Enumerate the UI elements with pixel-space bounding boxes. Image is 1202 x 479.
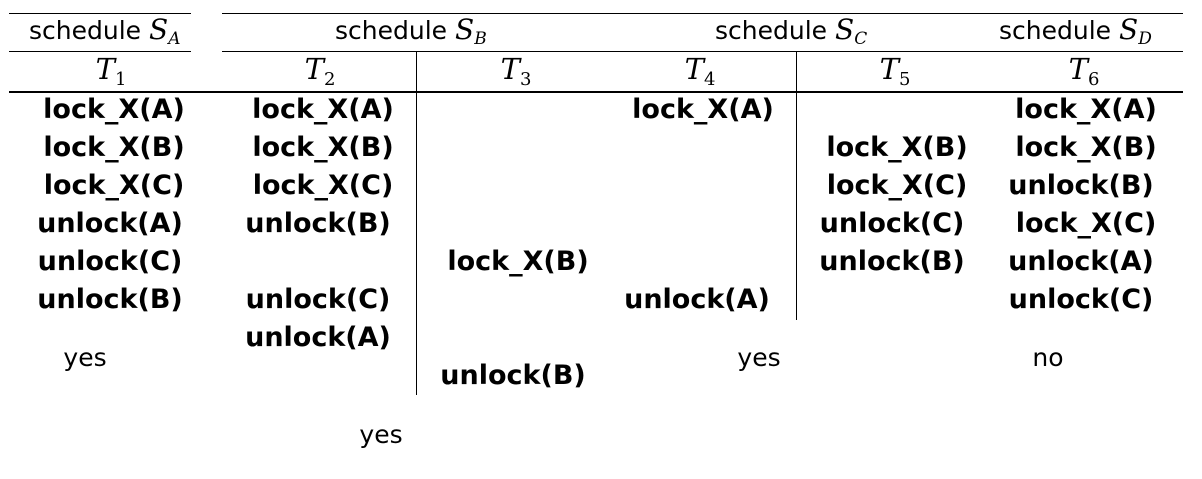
schedule-c-sub: C [854,29,868,49]
t1-op: lock_X(C) [43,170,185,201]
t5-op: lock_X(C) [826,170,968,201]
t3-sub: 3 [519,69,532,90]
t1-op: unlock(B) [37,284,183,315]
schedule-a-answer: yes [63,343,107,372]
schedule-a-header: schedule SA [29,13,180,49]
t4-sub: 4 [703,69,716,90]
schedule-b-sub: B [474,29,487,49]
t1-op: unlock(A) [37,208,183,239]
t1-op: lock_X(A) [43,94,185,125]
t1-op: unlock(C) [37,246,183,277]
transaction-t3-header: T3 [501,52,532,90]
t2-op: unlock(C) [245,284,391,315]
t4-symbol: T [684,52,704,86]
transaction-t4-header: T4 [685,52,716,90]
t5-sub: 5 [898,69,911,90]
t5-op: unlock(B) [819,246,965,277]
divider-t2-t3 [416,52,417,395]
t6-op: unlock(C) [1008,284,1154,315]
transaction-t1-header: T1 [96,52,127,90]
schedule-d-label: schedule [999,16,1112,45]
schedule-c-symbol: S [835,13,855,46]
t2-op: lock_X(C) [252,170,394,201]
schedule-b-header: schedule SB [335,13,487,49]
t5-op: unlock(C) [819,208,965,239]
t6-op: unlock(B) [1008,170,1154,201]
schedule-c-answer: yes [737,343,781,372]
t2-op: unlock(B) [245,208,391,239]
schedule-b-answer: yes [359,420,403,449]
schedule-a-sub: A [168,29,181,49]
schedule-d-symbol: S [1119,13,1139,46]
t6-sub: 6 [1087,69,1100,90]
t6-op: unlock(A) [1008,246,1154,277]
schedule-d-sub: D [1138,29,1152,49]
schedule-d-header: schedule SD [999,13,1152,49]
top-rule-left [9,13,191,14]
t3-symbol: T [500,52,520,86]
top-rule-right [222,13,1183,14]
t2-symbol: T [304,52,324,86]
schedule-d-answer: no [1032,343,1064,372]
divider-t4-t5 [796,52,797,320]
body-rule [9,91,1183,93]
t1-sub: 1 [114,69,127,90]
header-rule-left [9,51,191,52]
schedule-b-label: schedule [335,16,448,45]
t4-op: unlock(A) [624,284,770,315]
t5-symbol: T [879,52,899,86]
transaction-t5-header: T5 [880,52,911,90]
t3-op: lock_X(B) [447,246,589,277]
t6-op: lock_X(C) [1015,208,1157,239]
t5-op: lock_X(B) [826,132,968,163]
t2-sub: 2 [323,69,336,90]
header-rule-right [222,51,1183,52]
t2-op: lock_X(A) [252,94,394,125]
schedule-c-label: schedule [715,16,828,45]
schedule-a-label: schedule [29,16,142,45]
t1-symbol: T [95,52,115,86]
schedule-a-symbol: S [149,13,169,46]
t1-op: lock_X(B) [43,132,185,163]
transaction-t6-header: T6 [1069,52,1100,90]
t4-op: lock_X(A) [632,94,774,125]
t6-op: lock_X(B) [1015,132,1157,163]
t2-op: lock_X(B) [252,132,394,163]
schedule-b-symbol: S [455,13,475,46]
t2-op: unlock(A) [245,322,391,353]
t6-symbol: T [1068,52,1088,86]
t3-op: unlock(B) [440,360,586,391]
t6-op: lock_X(A) [1015,94,1157,125]
schedule-c-header: schedule SC [715,13,867,49]
transaction-t2-header: T2 [305,52,336,90]
